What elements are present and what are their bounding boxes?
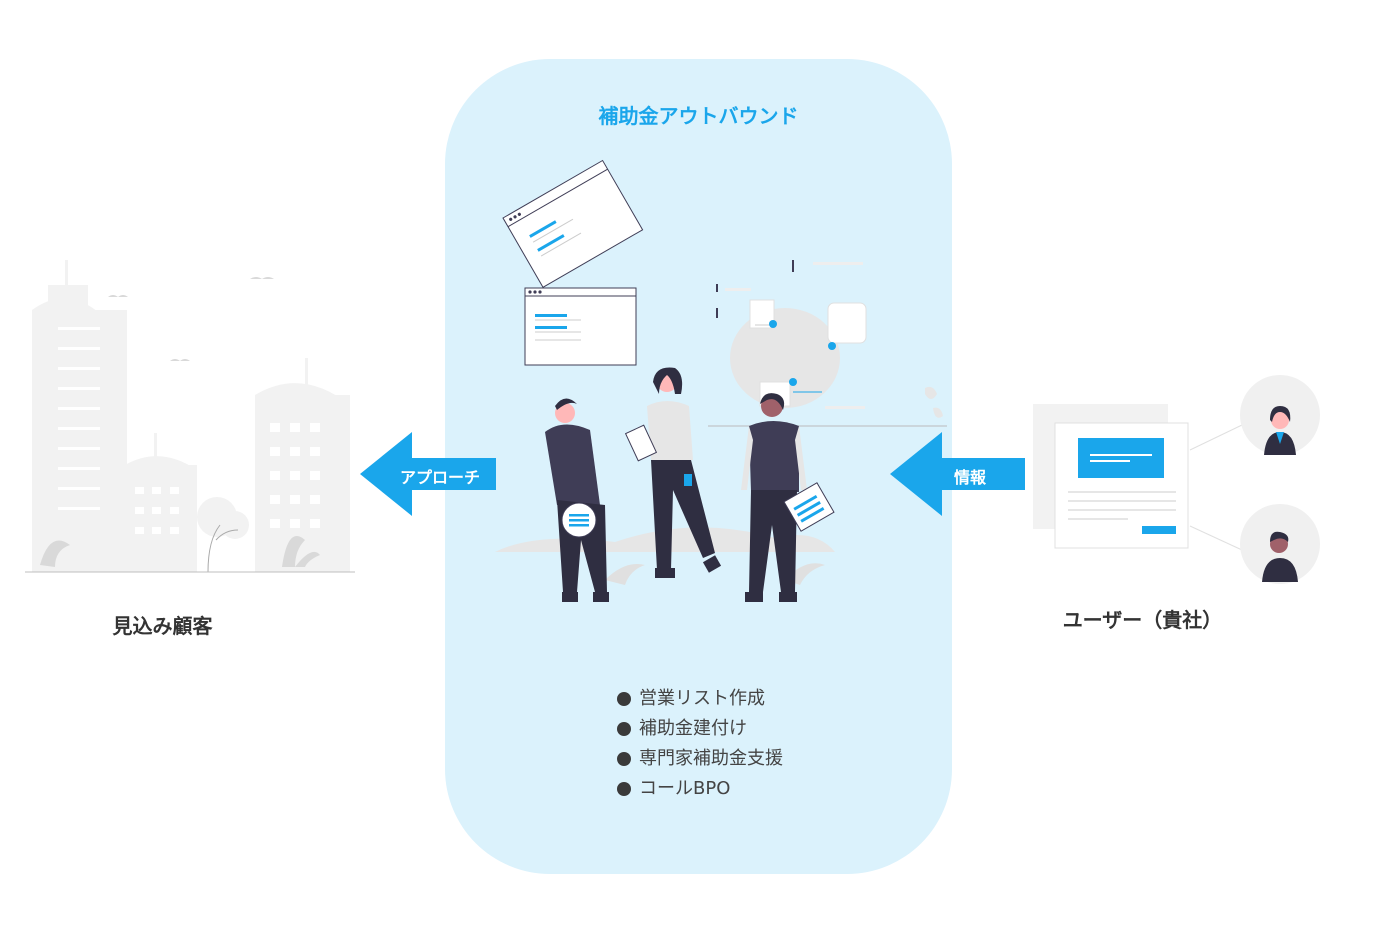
user-company-label: ユーザー（貴社） <box>1062 608 1223 632</box>
services-list: 営業リスト作成 補助金建付け 専門家補助金支援 コールBPO <box>617 684 783 804</box>
list-item: 専門家補助金支援 <box>617 744 783 774</box>
team-illustration <box>495 159 947 602</box>
bullet-icon <box>617 722 631 736</box>
service-panel <box>445 59 952 874</box>
bullet-icon <box>617 752 631 766</box>
bullet-icon <box>617 692 631 706</box>
info-arrow-icon <box>890 432 1025 516</box>
list-item: 補助金建付け <box>617 714 783 744</box>
bullet-icon <box>617 782 631 796</box>
approach-arrow-label: アプローチ <box>399 468 480 487</box>
city-illustration <box>25 260 355 573</box>
info-arrow-label: 情報 <box>953 468 986 487</box>
approach-arrow-icon <box>360 432 496 516</box>
user-illustration <box>1033 375 1320 584</box>
prospect-customers-label: 見込み顧客 <box>112 614 213 638</box>
panel-title: 補助金アウトバウンド <box>598 104 799 128</box>
list-item: コールBPO <box>617 774 783 804</box>
list-item: 営業リスト作成 <box>617 684 783 714</box>
